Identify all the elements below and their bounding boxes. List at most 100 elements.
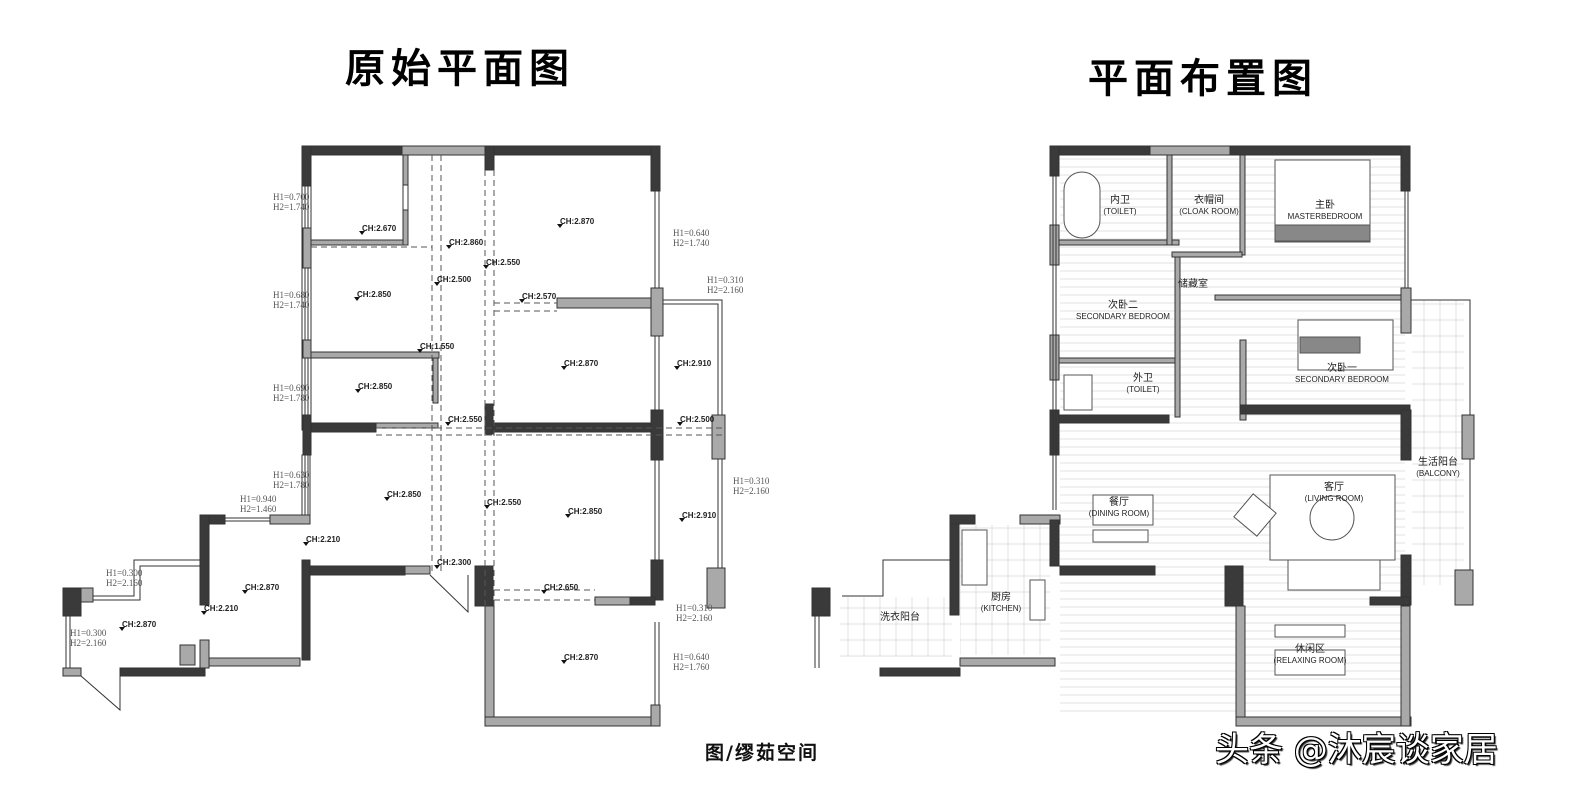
room-name-cn: 洗衣阳台 <box>880 610 920 623</box>
window-h1-label: H1=0.700 <box>273 192 310 202</box>
window-dimension-labels: H1=0.700H2=1.740H1=0.680H2=1.740H1=0.690… <box>70 192 770 672</box>
bathtub-icon <box>1063 171 1101 239</box>
ceiling-height-label: CH:2.210 <box>204 604 239 613</box>
window-h1-label: H1=0.690 <box>273 383 310 393</box>
level-marker-icon <box>561 366 567 370</box>
room-name-cn: 厨房 <box>991 590 1011 603</box>
ceiling-height-label: CH:2.850 <box>387 490 422 499</box>
room-name-cn: 主卧 <box>1315 198 1335 211</box>
ceiling-height-label: CH:2.850 <box>358 382 393 391</box>
ceiling-height-label: CH:2.870 <box>564 653 599 662</box>
window-h2-label: H2=2.160 <box>106 578 143 588</box>
level-marker-icon <box>242 590 248 594</box>
ceiling-height-label: CH:2.870 <box>560 217 595 226</box>
room-name-cn: 生活阳台 <box>1418 455 1458 468</box>
ceiling-height-label: CH:2.570 <box>522 292 557 301</box>
level-marker-icon <box>434 565 440 569</box>
ceiling-height-label: CH:2.670 <box>362 224 397 233</box>
window-h2-label: H2=1.740 <box>673 238 710 248</box>
layout-plan-title: 平面布置图 <box>1088 55 1318 102</box>
ceiling-height-label: CH:2.910 <box>682 511 717 520</box>
room-name-cn: 客厅 <box>1324 480 1344 493</box>
room-name-cn: 餐厅 <box>1109 495 1129 508</box>
ceiling-height-label: CH:2.870 <box>564 359 599 368</box>
level-marker-icon <box>201 611 207 615</box>
window-h2-label: H2=1.760 <box>673 662 710 672</box>
layout-floor-fill <box>840 155 1464 715</box>
room-name-en: (TOILET) <box>1103 207 1137 216</box>
level-marker-icon <box>354 297 360 301</box>
ceiling-height-label: CH:2.850 <box>357 290 392 299</box>
level-marker-icon <box>674 366 680 370</box>
ceiling-height-label: CH:2.550 <box>486 258 521 267</box>
ceiling-height-label: CH:2.500 <box>680 415 715 424</box>
ceiling-height-label: CH:2.550 <box>448 415 483 424</box>
level-marker-icon <box>384 497 390 501</box>
armchair-icon <box>1233 493 1277 537</box>
window-h2-label: H2=1.740 <box>273 300 310 310</box>
room-name-cn: 次卧二 <box>1108 298 1138 311</box>
window-h2-label: H2=1.740 <box>273 202 310 212</box>
level-marker-icon <box>359 231 365 235</box>
level-marker-icon <box>541 590 547 594</box>
level-marker-icon <box>446 245 452 249</box>
level-marker-icon <box>484 505 490 509</box>
level-marker-icon <box>519 299 525 303</box>
level-marker-icon <box>119 627 125 631</box>
relaxing-table-icon <box>1274 649 1346 676</box>
window-h1-label: H1=0.640 <box>673 652 710 662</box>
room-name-en: (LIVING ROOM) <box>1305 494 1364 503</box>
room-name-cn: 休闲区 <box>1295 642 1325 655</box>
original-plan-title: 原始平面图 <box>345 45 575 92</box>
window-h2-label: H2=1.780 <box>273 480 310 490</box>
window-h2-label: H2=2.160 <box>676 613 713 623</box>
level-marker-icon <box>677 422 683 426</box>
window-h1-label: H1=0.300 <box>106 568 143 578</box>
window-h1-label: H1=0.300 <box>70 628 107 638</box>
ceiling-height-label: CH:2.850 <box>568 507 603 516</box>
original-plan-dashed-beams <box>311 155 725 606</box>
window-h2-label: H2=2.160 <box>70 638 107 648</box>
level-marker-icon <box>565 514 571 518</box>
watermark: 头条 @沐宸谈家居 <box>1215 730 1498 770</box>
ceiling-height-label: CH:2.870 <box>122 620 157 629</box>
window-h1-label: H1=0.630 <box>273 470 310 480</box>
window-h2-label: H2=2.160 <box>707 285 744 295</box>
window-h2-label: H2=1.460 <box>240 504 277 514</box>
room-name-cn: 内卫 <box>1110 193 1130 206</box>
room-name-en: (BALCONY) <box>1416 469 1460 478</box>
window-h1-label: H1=0.310 <box>707 275 744 285</box>
sofa-icon <box>1287 559 1381 591</box>
room-name-en: (KITCHEN) <box>981 604 1022 613</box>
coffee-table-icon <box>1309 495 1355 541</box>
level-marker-icon <box>561 660 567 664</box>
level-marker-icon <box>417 349 423 353</box>
window-h2-label: H2=1.780 <box>273 393 310 403</box>
window-h1-label: H1=0.940 <box>240 494 277 504</box>
room-name-en: (TOILET) <box>1126 385 1160 394</box>
room-name-en: SECONDARY BEDROOM <box>1076 312 1170 321</box>
room-name-cn: 外卫 <box>1133 372 1153 384</box>
level-marker-icon <box>445 422 451 426</box>
layout-walls <box>811 145 1475 727</box>
room-name-en: (CLOAK ROOM) <box>1179 207 1239 216</box>
room-name-cn: 储藏室 <box>1178 277 1208 290</box>
room-name-en: SECONDARY BEDROOM <box>1295 375 1389 384</box>
ceiling-height-label: CH:2.210 <box>306 535 341 544</box>
ceiling-height-label: CH:2.550 <box>487 498 522 507</box>
ceiling-height-label: CH:2.860 <box>449 238 484 247</box>
image-credit: 图/缪茹空间 <box>705 742 819 764</box>
room-name-cn: 衣帽间 <box>1194 193 1224 206</box>
original-plan-walls <box>62 145 726 727</box>
room-name-en: MASTERBEDROOM <box>1288 212 1363 221</box>
level-marker-icon <box>355 389 361 393</box>
level-marker-icon <box>557 224 563 228</box>
window-h1-label: H1=0.640 <box>673 228 710 238</box>
room-name-en: (DINING ROOM) <box>1089 509 1150 518</box>
window-h1-label: H1=0.680 <box>273 290 310 300</box>
window-h2-label: H2=2.160 <box>733 486 770 496</box>
room-labels: 内卫(TOILET)衣帽间(CLOAK ROOM)主卧MASTERBEDROOM… <box>880 193 1460 665</box>
ceiling-height-label: CH:2.500 <box>437 275 472 284</box>
